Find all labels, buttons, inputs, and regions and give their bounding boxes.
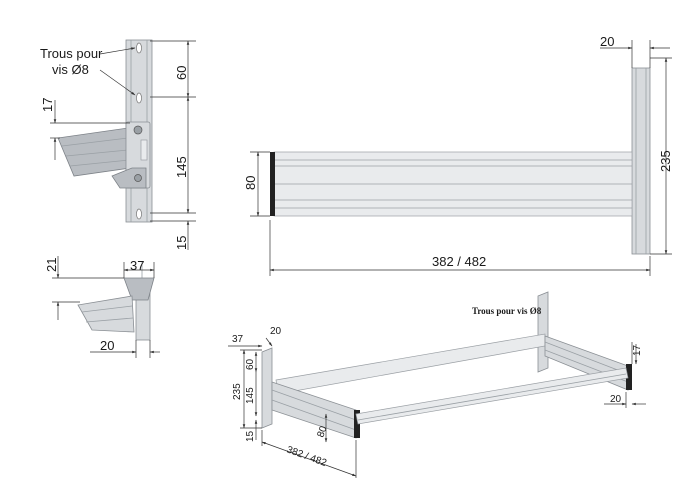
front-wall-plate [631, 67, 651, 255]
screw-hole-icon [136, 92, 142, 104]
front-dim-235: 235 [658, 150, 673, 172]
iso-dim-80: 80 [315, 424, 329, 439]
iso-dim-17: 17 [632, 344, 643, 356]
side-view: Trous pour vis Ø8 60 145 15 17 [40, 39, 196, 250]
detail-view: 37 21 20 [44, 256, 160, 358]
iso-left-rail [271, 381, 357, 439]
iso-wall-plate-right [537, 291, 549, 373]
iso-dim-37: 37 [232, 334, 244, 345]
iso-dim-15: 15 [245, 430, 256, 442]
bolt-icon [134, 174, 142, 182]
iso-dim-length: 382 / 482 [285, 444, 328, 469]
iso-end-cap-right [626, 364, 632, 390]
screw-hole-note-line2: vis Ø8 [52, 62, 89, 77]
detail-dim-37: 37 [130, 258, 144, 273]
side-dim-17: 17 [40, 98, 55, 112]
iso-front-rail [355, 367, 629, 425]
iso-end-cap-left [354, 410, 360, 438]
detail-dim-20: 20 [100, 338, 114, 353]
front-end-cap [270, 152, 275, 216]
front-dim-80: 80 [243, 176, 258, 190]
iso-dim-145: 145 [245, 387, 256, 404]
iso-dim-60: 60 [245, 358, 256, 370]
screw-hole-icon [136, 42, 142, 54]
bolt-icon [133, 125, 143, 135]
iso-dim-20: 20 [270, 326, 282, 337]
iso-back-rail [275, 333, 546, 395]
front-dim-20: 20 [600, 34, 614, 49]
detail-head [123, 277, 155, 301]
iso-dim-20-end: 20 [610, 394, 622, 405]
iso-dim-235: 235 [232, 383, 243, 400]
side-dim-145: 145 [174, 156, 189, 178]
iso-wall-plate-left [261, 347, 273, 429]
side-arm [57, 127, 131, 177]
screw-hole-note-line1: Trous pour [40, 46, 103, 61]
front-dim-length: 382 / 482 [432, 254, 486, 269]
screw-hole-icon [136, 208, 142, 220]
detail-arm [77, 295, 135, 333]
iso-screw-hole-note: Trous pour vis Ø8 [472, 306, 542, 316]
iso-view: Trous pour vis Ø8 37 20 235 60 145 15 80… [228, 291, 646, 478]
front-view: 20 235 80 382 / 482 [243, 34, 673, 276]
side-dim-15: 15 [174, 236, 189, 250]
side-dim-60: 60 [174, 66, 189, 80]
detail-dim-21: 21 [44, 258, 59, 272]
